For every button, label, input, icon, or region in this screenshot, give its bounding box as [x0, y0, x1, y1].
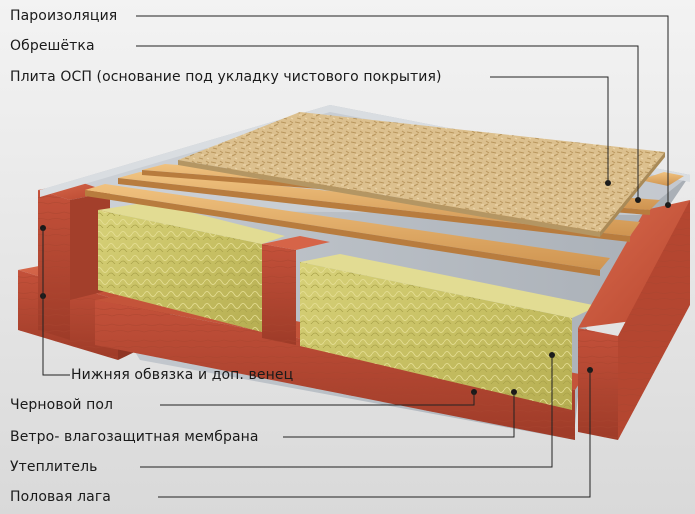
leader-lines [42, 15, 669, 498]
label-subfloor: Черновой пол [10, 397, 114, 413]
label-floor-joist: Половая лага [10, 489, 111, 505]
right-joist-top [578, 200, 690, 328]
label-insulation: Утеплитель [10, 459, 98, 475]
batten [640, 172, 684, 186]
batten [85, 184, 610, 270]
osb-board [178, 112, 665, 232]
label-osb-board: Плита ОСП (основание под укладку чистово… [10, 69, 442, 85]
label-battens: Обрешётка [10, 38, 95, 54]
label-bottom-frame: Нижняя обвязка и доп. венец [71, 367, 294, 383]
label-membrane: Ветро- влагозащитная мембрана [10, 429, 259, 445]
label-vapor-barrier: Пароизоляция [10, 8, 118, 24]
